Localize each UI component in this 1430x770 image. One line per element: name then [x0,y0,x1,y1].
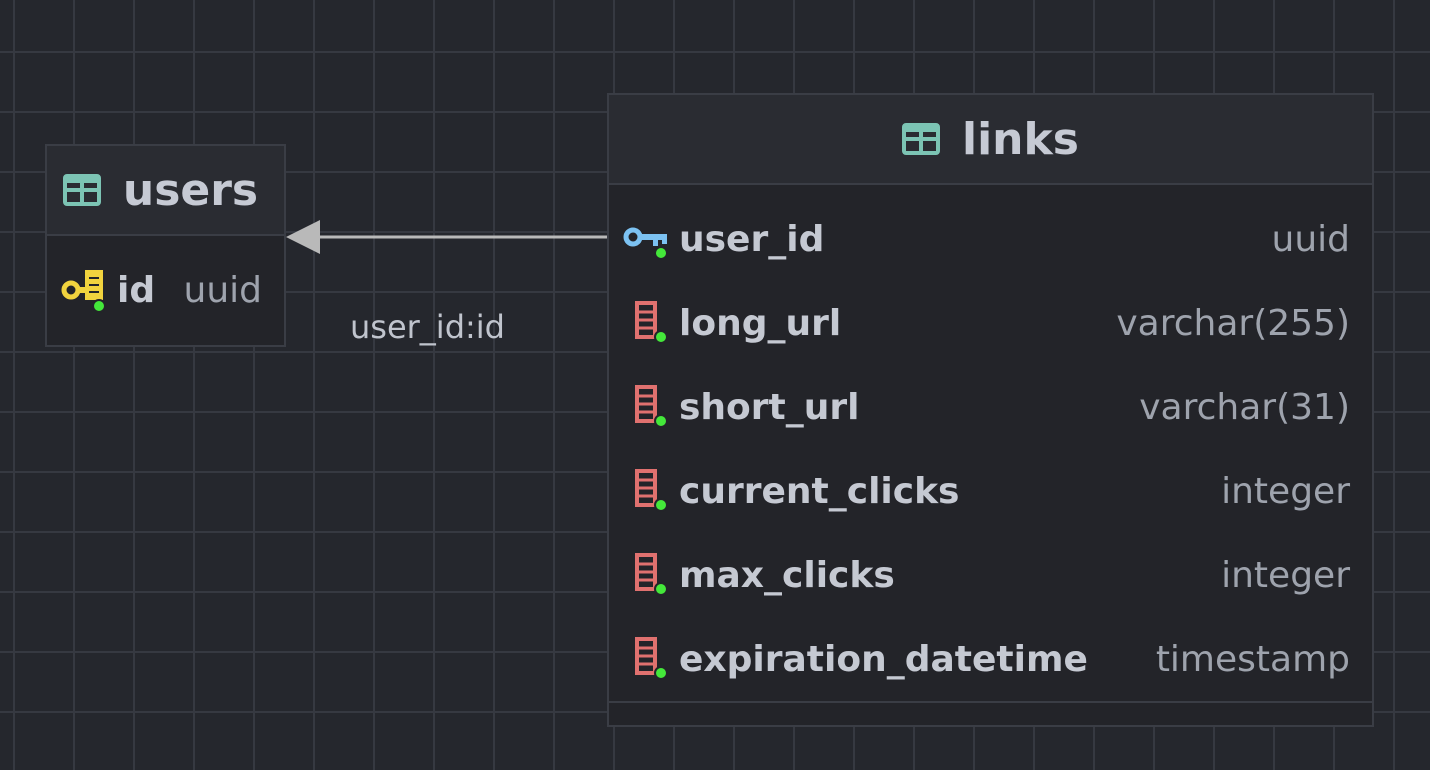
column-row[interactable]: current_clicks integer [609,449,1372,533]
table-users[interactable]: users id uuid [45,144,286,347]
table-header[interactable]: users [47,146,284,236]
table-icon [902,123,941,155]
table-divider [609,701,1372,703]
column-row[interactable]: max_clicks integer [609,533,1372,617]
foreign-key-icon [623,227,668,260]
column-row[interactable]: expiration_datetime timestamp [609,617,1372,701]
table-header[interactable]: links [609,95,1372,185]
column-row[interactable]: short_url varchar(31) [609,365,1372,449]
column-row[interactable]: long_url varchar(255) [609,281,1372,365]
column-type: varchar(255) [1116,302,1350,344]
column-name: long_url [679,302,842,344]
column-type: timestamp [1155,638,1350,680]
column-type: uuid [183,269,263,311]
column-icon [635,469,668,512]
column-name: id [117,269,156,311]
column-name: short_url [679,386,860,428]
column-icon [635,301,668,344]
table-links[interactable]: links user_id uuid long_url varchar(255) [607,93,1374,727]
arrowhead [286,220,320,254]
column-name: expiration_datetime [679,638,1088,680]
column-row[interactable]: id uuid [47,248,284,332]
table-name: links [962,113,1079,165]
column-type: uuid [1271,218,1351,260]
column-icon [635,637,668,680]
column-icon [635,553,668,596]
column-type: integer [1221,554,1350,596]
column-name: current_clicks [679,470,960,512]
column-name: user_id [679,218,825,260]
column-type: integer [1221,470,1350,512]
column-row[interactable]: user_id uuid [609,197,1372,281]
relation-label: user_id:id [350,308,505,346]
table-name: users [122,164,259,216]
column-name: max_clicks [679,554,895,596]
column-type: varchar(31) [1139,386,1350,428]
primary-key-icon [61,270,106,313]
table-icon [62,174,101,206]
column-icon [635,385,668,428]
